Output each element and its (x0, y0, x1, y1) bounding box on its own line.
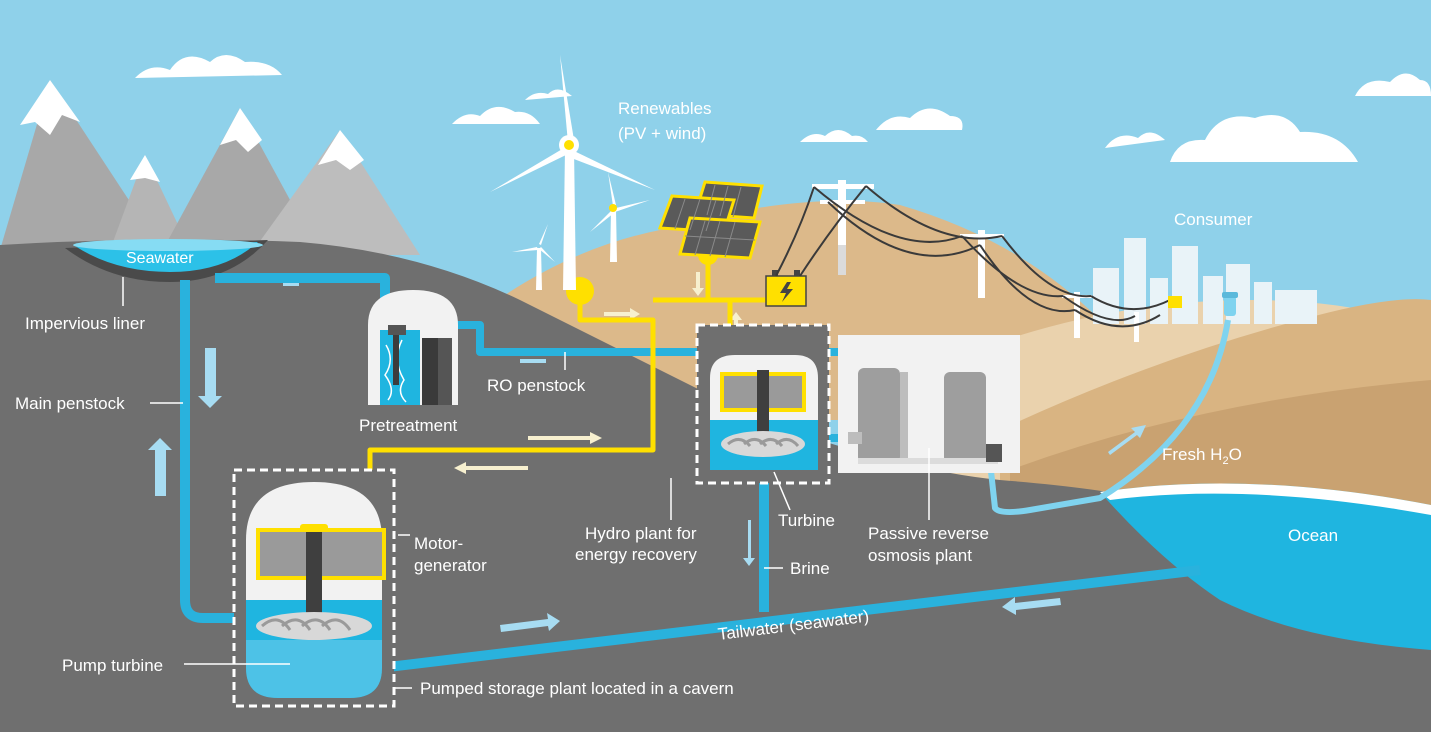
ocean (1100, 483, 1431, 650)
pretreatment-building (368, 290, 458, 405)
label-renewables-line1: Renewables (618, 99, 712, 118)
label-consumer: Consumer (1174, 210, 1253, 229)
upper-reservoir (65, 239, 268, 282)
utility-poles (775, 180, 1182, 342)
clouds (135, 55, 1431, 162)
label-pumped-storage: Pumped storage plant located in a cavern (420, 679, 734, 698)
label-pretreatment: Pretreatment (359, 416, 458, 435)
label-turbine: Turbine (778, 511, 836, 530)
label-motor-generator-line1: Motor- (414, 534, 464, 553)
label-pump-turbine: Pump turbine (62, 656, 164, 675)
label-passive-ro-line1: Passive reverse (868, 524, 989, 543)
label-fresh-h2o-suffix: O (1228, 445, 1242, 464)
label-fresh-h2o-sub: 2 (1222, 455, 1229, 467)
grid-box-icon (765, 270, 807, 307)
wind-turbines (490, 55, 655, 290)
label-renewables-line2: (PV + wind) (618, 124, 707, 143)
label-impervious-liner: Impervious liner (25, 314, 145, 333)
label-fresh-h2o-prefix: Fresh H (1162, 445, 1223, 464)
pumped-storage-plant (232, 468, 396, 708)
leader-lines (122, 277, 930, 689)
ocean-shoreline (1100, 483, 1431, 515)
label-main-penstock: Main penstock (15, 394, 125, 413)
label-ro-penstock: RO penstock (487, 376, 586, 395)
label-ocean: Ocean (1288, 526, 1339, 545)
label-fresh-h2o: Fresh H2O (1162, 445, 1242, 471)
label-brine: Brine (790, 559, 830, 578)
label-hydro-plant-line2: energy recovery (575, 545, 697, 564)
fresh-water-tap-icon (1222, 292, 1238, 316)
label-motor-generator-line2: generator (414, 556, 487, 575)
label-hydro-plant-line1: Hydro plant for (585, 524, 697, 543)
solar-panels (657, 180, 764, 260)
label-passive-ro-line2: osmosis plant (868, 546, 972, 565)
mountains (0, 80, 420, 255)
label-seawater: Seawater (126, 250, 194, 267)
hydro-plant (695, 323, 831, 485)
